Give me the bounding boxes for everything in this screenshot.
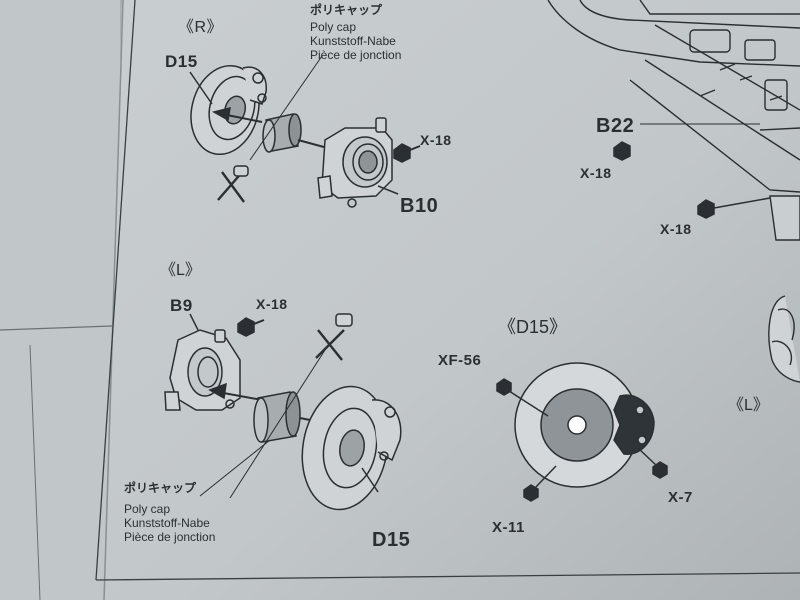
d15-label-bottom: D15 [372,529,411,551]
b10-label: B10 [400,195,439,217]
x18-label-left: X-18 [256,296,288,312]
polycap-label-bottom: Poly cap Kunststoff-Nabe Pièce de joncti… [124,502,216,544]
b9-label: B9 [170,296,193,315]
d15-disc-bottom [301,385,402,511]
background-page [0,0,120,600]
polycap-label-top: Poly cap Kunststoff-Nabe Pièce de joncti… [310,20,402,62]
xf56-marker [496,378,512,396]
right-side-assembly [189,55,421,208]
x18-label-b22: X-18 [580,165,612,181]
x18-screw-b22 [613,141,631,161]
b22-label: B22 [596,115,635,137]
chassis-assembly [547,0,800,383]
left-side-assembly [164,313,402,511]
crossed-out-part-top [217,55,323,203]
polycap-left [253,391,301,443]
right-screws [613,123,771,219]
x18-label-top: X-18 [420,132,452,148]
x7-label: X-7 [668,489,693,506]
left-view-label-edge: 《L》 [728,397,769,414]
xf56-label: XF-56 [438,352,482,369]
d15-label-top: D15 [165,52,198,71]
d15-detail-label: 《D15》 [498,317,568,337]
x18-screw-top [393,143,421,163]
right-view-label: 《R》 [178,19,224,36]
polycap-ja-label-top: ポリキャップ [310,3,383,17]
d15-detail [496,362,668,502]
x11-label: X-11 [492,519,525,536]
x18-screw-side [697,199,715,219]
x18-screw-left [237,317,265,337]
polycap-top [262,113,302,153]
x18-label-side: X-18 [660,221,692,237]
b10-upright [317,117,393,208]
crossed-out-part-left [229,313,353,499]
polycap-ja-label-bottom: ポリキャップ [124,481,197,495]
left-view-label: 《L》 [160,262,201,279]
